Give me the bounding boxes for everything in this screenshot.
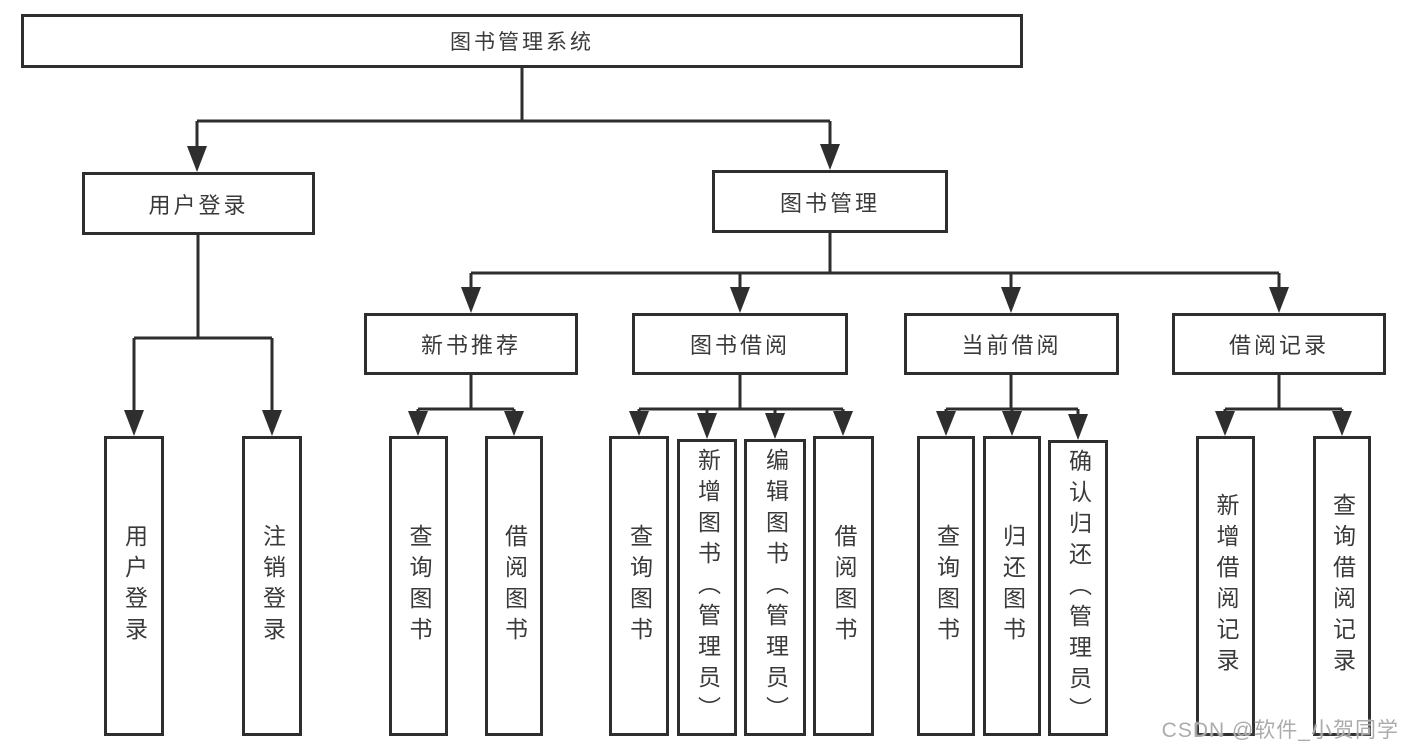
- node-leaf-query-book-2: 查询图书: [609, 436, 669, 736]
- node-label: 确认归还（管理员）: [1065, 448, 1092, 728]
- node-label: 查询图书: [626, 524, 653, 648]
- arrow-down-icon: [262, 410, 282, 436]
- node-leaf-logout: 注销登录: [242, 436, 302, 736]
- connector-lines: [132, 68, 1344, 414]
- node-label: 新增图书（管理员）: [694, 448, 721, 727]
- node-label: 借阅图书: [831, 524, 857, 648]
- node-label: 借阅记录: [1228, 333, 1329, 358]
- node-leaf-borrow-book-1: 借阅图书: [485, 436, 543, 736]
- node-user-login: 用户登录: [82, 172, 315, 235]
- arrow-down-icon: [1002, 411, 1022, 436]
- node-leaf-confirm-return-admin: 确认归还（管理员）: [1048, 440, 1108, 736]
- node-label: 查询图书: [933, 524, 960, 648]
- arrow-down-icon: [730, 287, 750, 313]
- node-label: 新书推荐: [420, 333, 521, 358]
- arrow-down-icon: [1269, 287, 1289, 313]
- node-current-borrow: 当前借阅: [904, 313, 1119, 375]
- arrow-down-icon: [1332, 411, 1352, 436]
- watermark: CSDN @软件_小贺同学: [1161, 719, 1399, 742]
- node-label: 查询借阅记录: [1329, 493, 1356, 679]
- node-book-borrow: 图书借阅: [632, 313, 848, 375]
- arrow-down-icon: [1068, 414, 1088, 440]
- node-book-management: 图书管理: [712, 170, 948, 233]
- arrow-down-icon: [936, 411, 956, 436]
- node-leaf-return-book: 归还图书: [983, 436, 1041, 736]
- arrowhead-icons: [124, 144, 1352, 440]
- node-borrow-record: 借阅记录: [1172, 313, 1386, 375]
- arrow-down-icon: [1215, 411, 1235, 436]
- arrow-down-icon: [187, 146, 207, 172]
- node-label: 归还图书: [999, 524, 1026, 648]
- node-leaf-user-login: 用户登录: [104, 436, 164, 736]
- node-label: 图书管理系统: [450, 31, 594, 54]
- node-label: 注销登录: [259, 524, 286, 648]
- node-label: 图书管理: [779, 190, 880, 216]
- node-leaf-edit-book-admin: 编辑图书（管理员）: [744, 439, 806, 736]
- node-label: 查询图书: [406, 524, 432, 648]
- arrow-down-icon: [820, 144, 840, 170]
- node-label: 图书借阅: [689, 333, 790, 358]
- arrow-down-icon: [124, 410, 144, 436]
- node-label: 借阅图书: [501, 524, 528, 648]
- node-label: 用户登录: [121, 524, 148, 648]
- node-leaf-add-book-admin: 新增图书（管理员）: [677, 439, 737, 736]
- node-leaf-borrow-book-2: 借阅图书: [813, 436, 874, 736]
- node-label: 新增借阅记录: [1213, 493, 1239, 679]
- node-leaf-query-book-3: 查询图书: [917, 436, 975, 736]
- node-label: 编辑图书（管理员）: [762, 448, 789, 727]
- arrow-down-icon: [629, 411, 649, 436]
- node-library-management-system: 图书管理系统: [21, 14, 1023, 68]
- node-label: 用户登录: [148, 192, 249, 218]
- node-leaf-add-borrow-record: 新增借阅记录: [1196, 436, 1255, 736]
- arrow-down-icon: [408, 411, 428, 436]
- arrow-down-icon: [1001, 287, 1021, 313]
- arrow-down-icon: [833, 411, 853, 436]
- node-new-book-recommend: 新书推荐: [364, 313, 578, 375]
- node-label: 当前借阅: [961, 333, 1062, 358]
- arrow-down-icon: [461, 287, 481, 313]
- arrow-down-icon: [697, 413, 717, 439]
- arrow-down-icon: [765, 413, 785, 439]
- node-leaf-query-borrow-record: 查询借阅记录: [1313, 436, 1371, 736]
- arrow-down-icon: [504, 411, 524, 436]
- node-leaf-query-book-1: 查询图书: [389, 436, 448, 736]
